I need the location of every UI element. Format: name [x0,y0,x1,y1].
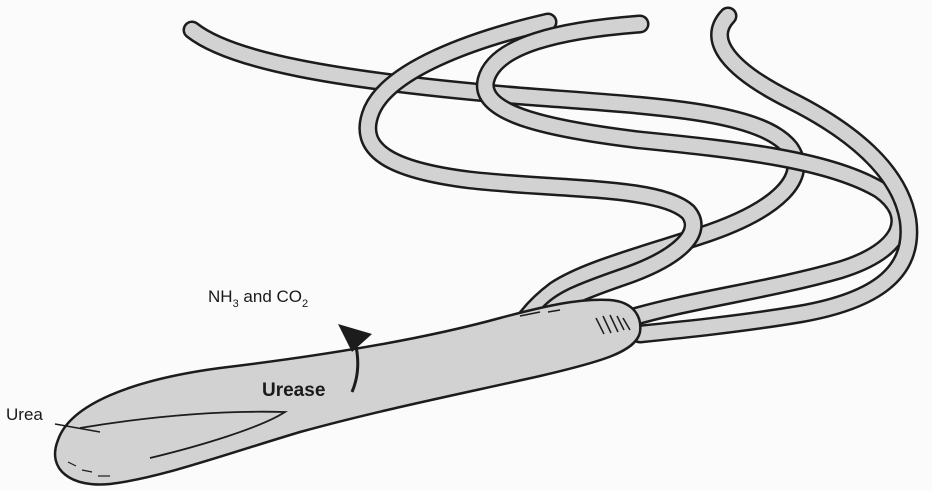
urea-label: Urea [6,405,43,424]
flagellum-2-fill [368,22,693,314]
products-label: NH3 and CO2 [208,287,308,310]
urease-label: Urease [262,380,325,401]
flagellum-3-inner [485,24,900,318]
co2-subscript: 2 [302,298,308,310]
ammonia-prefix: NH [208,287,233,306]
and-co-text: and CO [239,287,302,306]
